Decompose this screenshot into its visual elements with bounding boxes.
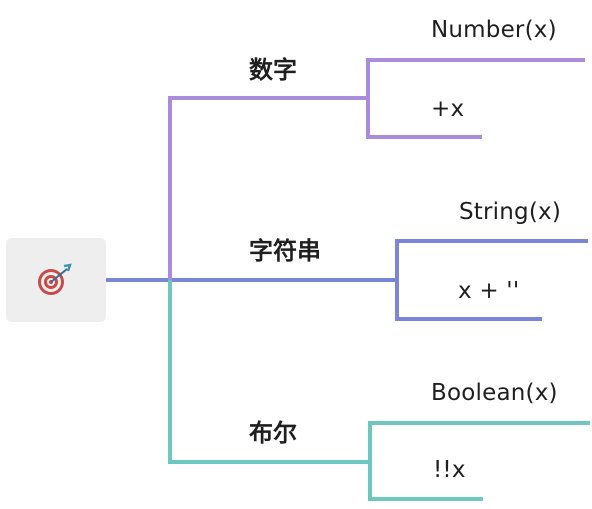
string-subbranch	[395, 239, 588, 321]
leaf-label-string-fn[interactable]: String(x)	[459, 199, 561, 225]
boolean-subbranch	[368, 421, 590, 501]
numbers-subbranch	[366, 58, 585, 139]
branch-label-string[interactable]: 字符串	[249, 237, 321, 265]
branch-label-boolean[interactable]: 布尔	[249, 419, 297, 447]
dartboard-target-icon	[38, 263, 72, 295]
leaf-label-double-not[interactable]: !!x	[433, 457, 466, 483]
leaf-label-string-concat[interactable]: x + ''	[458, 278, 520, 304]
leaf-label-boolean-fn[interactable]: Boolean(x)	[431, 380, 558, 406]
root-node[interactable]	[6, 238, 106, 322]
leaf-label-unary-plus[interactable]: +x	[431, 96, 465, 122]
leaf-label-number-fn[interactable]: Number(x)	[431, 17, 557, 43]
branch-label-numbers[interactable]: 数字	[249, 56, 297, 84]
trunk-lower-boolean	[168, 280, 368, 464]
trunk-upper-numbers	[168, 96, 368, 280]
